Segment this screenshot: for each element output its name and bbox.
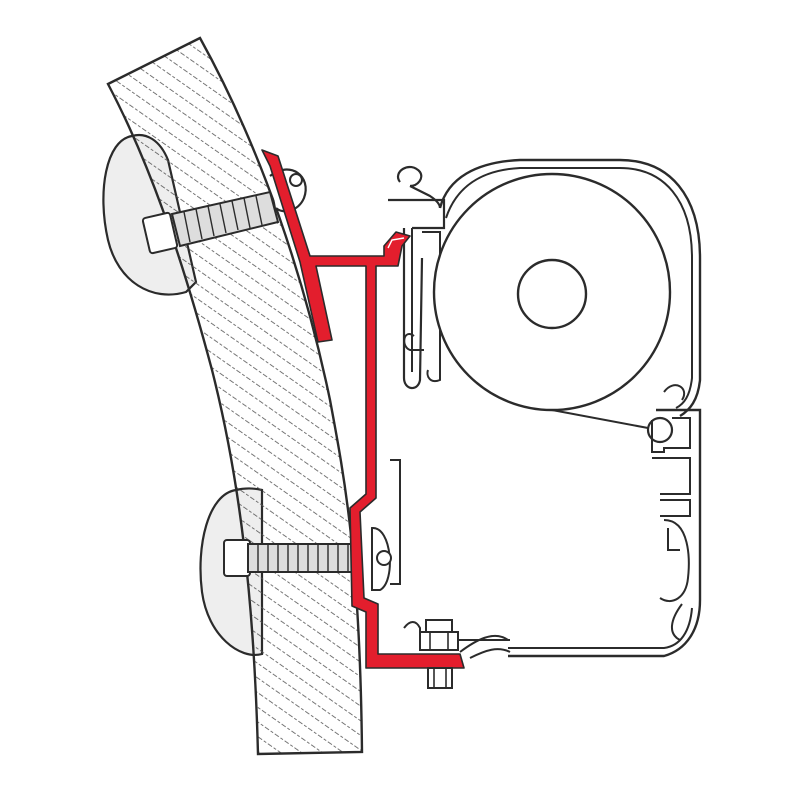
front-lead-rail-tube xyxy=(390,384,702,659)
roller-axle xyxy=(516,258,588,330)
red-adapter-bracket xyxy=(261,149,465,669)
awning-case-housing xyxy=(388,158,702,418)
upper-mounting-bolt xyxy=(141,168,307,255)
lower-mounting-bolt xyxy=(223,526,392,591)
bracket-clamp-bolt xyxy=(419,619,459,689)
